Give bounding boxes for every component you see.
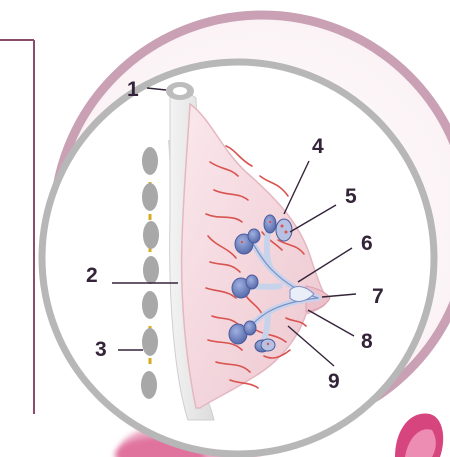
label-1: 1 — [127, 78, 139, 101]
label-4: 4 — [312, 135, 324, 158]
label-9: 9 — [328, 370, 340, 393]
label-8: 8 — [361, 330, 373, 353]
clavicle — [166, 82, 194, 100]
flower-decoration-bottom-right — [395, 413, 443, 457]
frame-bracket — [0, 40, 34, 414]
label-7: 7 — [372, 285, 384, 308]
label-5: 5 — [345, 185, 357, 208]
label-2: 2 — [86, 264, 98, 287]
label-3: 3 — [95, 338, 107, 361]
label-6: 6 — [361, 232, 373, 255]
